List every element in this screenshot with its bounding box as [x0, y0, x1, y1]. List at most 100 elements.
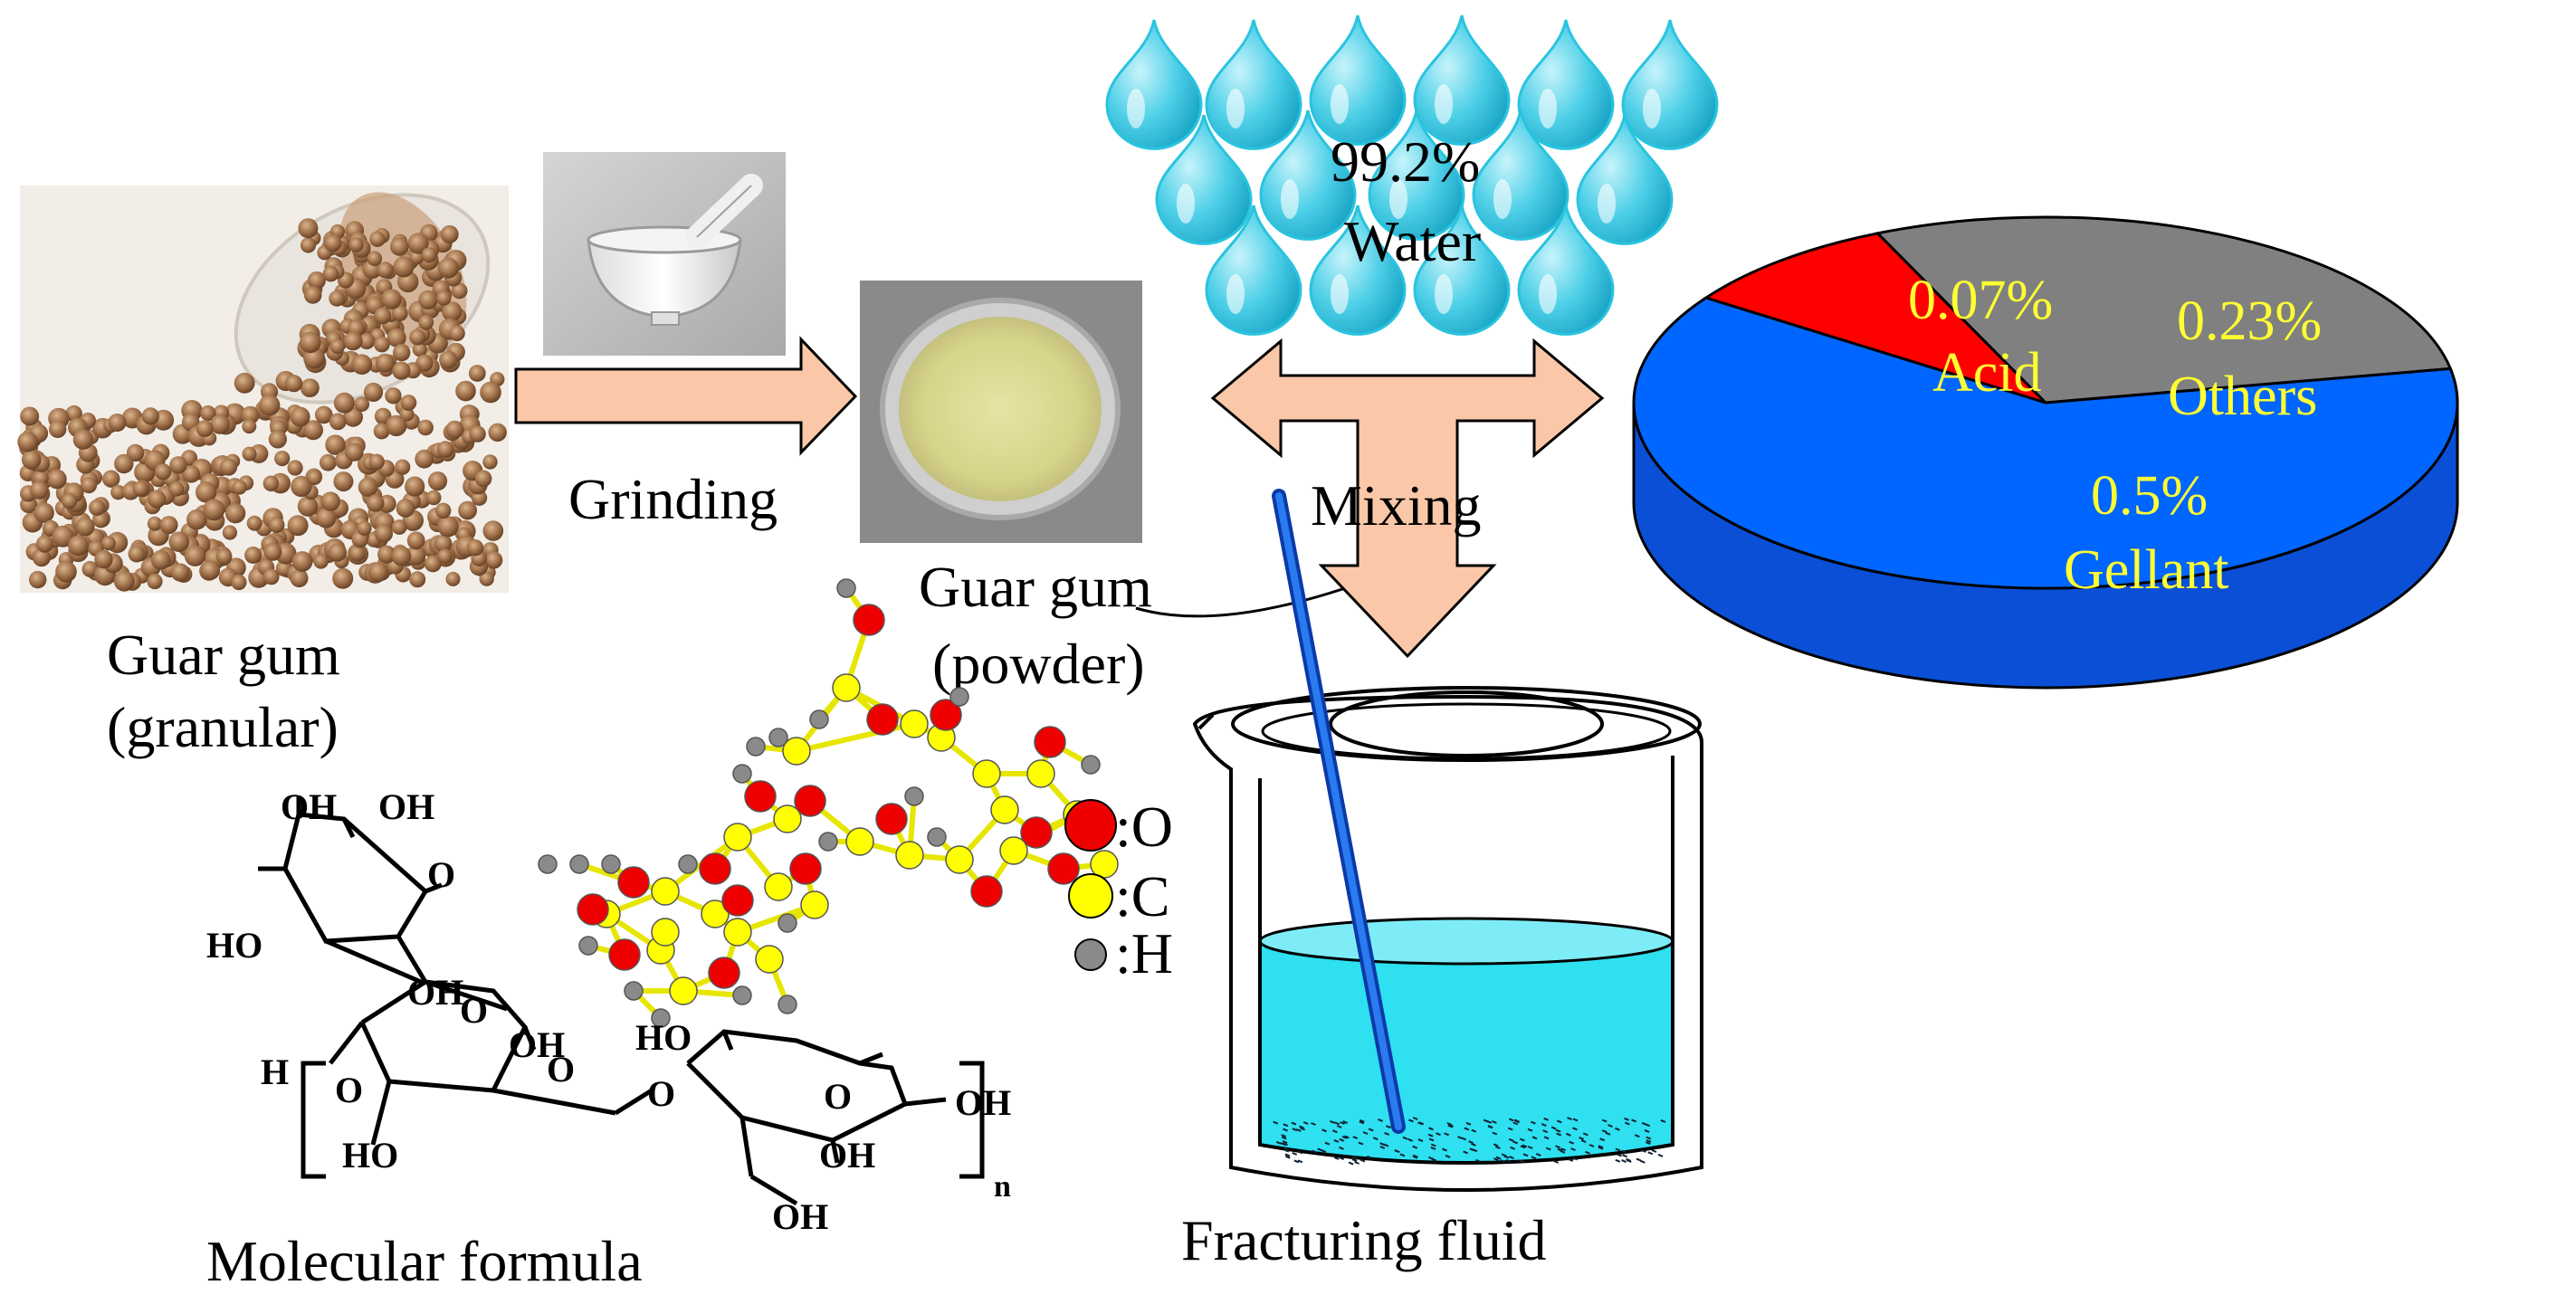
guar-seed	[329, 338, 345, 355]
guar-seed	[409, 571, 426, 588]
sediment-speck	[1641, 1149, 1646, 1153]
molecule-atom-c	[755, 945, 784, 974]
guar-seed	[291, 551, 313, 572]
molecule-atom-o	[744, 780, 777, 813]
guar-seed	[417, 419, 434, 436]
sediment-speck	[1520, 1145, 1526, 1149]
guar-granular-label-1: Guar gum	[107, 623, 340, 687]
sediment-speck	[1321, 1128, 1327, 1133]
guar-seed	[329, 413, 347, 431]
guar-seed	[151, 549, 171, 570]
guar-seed	[200, 405, 216, 422]
guar-seed	[242, 419, 257, 434]
guar-seed	[363, 382, 384, 402]
sediment-speck	[1598, 1145, 1604, 1149]
guar-seed	[390, 237, 409, 256]
sediment-speck	[1283, 1123, 1289, 1128]
sediment-speck	[1448, 1123, 1454, 1128]
chem-oh6: OH	[819, 1135, 875, 1176]
guar-seed	[405, 476, 425, 497]
guar-seed	[298, 218, 319, 239]
molecule-atom-o	[1020, 816, 1053, 849]
molecule-atom-c	[845, 827, 874, 856]
guar-seed	[442, 301, 463, 322]
sediment-speck	[1505, 1158, 1512, 1163]
molecule-atom-h	[1081, 755, 1101, 775]
guar-seed	[30, 481, 49, 500]
pie-label-others-percent: 0.23%	[2177, 290, 2322, 352]
molecule-atom-h	[904, 786, 924, 806]
molecule-atom-o	[789, 852, 822, 885]
sediment-speck	[1317, 1147, 1323, 1152]
sediment-speck	[1660, 1118, 1666, 1123]
guar-seed	[436, 441, 454, 458]
sediment-speck	[1412, 1154, 1418, 1158]
guar-seed	[329, 290, 346, 307]
water-drop-icon	[1205, 19, 1302, 150]
sediment-speck	[1280, 1142, 1286, 1147]
sediment-speck	[1531, 1156, 1537, 1160]
molecule-atom-c	[900, 709, 929, 738]
guar-seed	[274, 451, 291, 467]
sediment-speck	[1447, 1124, 1454, 1128]
guar-seed	[386, 328, 406, 347]
guar-seed	[439, 350, 458, 369]
beaker	[1192, 686, 1703, 1192]
molecule-atom-c	[895, 841, 924, 870]
sediment-speck	[1444, 1132, 1449, 1137]
water-drop-highlight	[1281, 179, 1299, 219]
sediment-speck	[1500, 1159, 1506, 1164]
guar-seed	[367, 251, 383, 267]
mixing-t-arrow	[1210, 338, 1605, 659]
guar-seed	[219, 458, 238, 476]
sediment-speck	[1608, 1124, 1613, 1128]
guar-seed	[345, 443, 364, 462]
guar-seed	[126, 443, 145, 462]
guar-seed	[391, 305, 408, 322]
guar-seed	[170, 563, 190, 582]
guar-seed	[35, 535, 54, 553]
sediment-speck	[1333, 1138, 1340, 1143]
chem-o-end: O	[335, 1070, 363, 1110]
sediment-speck	[1359, 1118, 1365, 1123]
guar-seed	[307, 271, 326, 290]
sediment-speck	[1360, 1158, 1366, 1163]
sediment-speck	[1399, 1153, 1406, 1157]
guar-seed	[395, 459, 411, 475]
sediment-speck	[1297, 1159, 1303, 1164]
guar-seed	[436, 290, 452, 306]
guar-seed	[297, 496, 319, 517]
sediment-speck	[1631, 1118, 1636, 1123]
sediment-speck	[1556, 1132, 1562, 1137]
sediment-speck	[1468, 1140, 1474, 1145]
guar-seed	[262, 568, 280, 585]
molecule-atom-o	[875, 803, 908, 835]
sediment-speck	[1430, 1143, 1436, 1147]
sediment-speck	[1519, 1159, 1525, 1164]
water-drop-icon	[1413, 14, 1511, 146]
sediment-speck	[1281, 1134, 1287, 1137]
molecule-atom-o	[853, 604, 885, 636]
water-drop-highlight	[1226, 89, 1245, 128]
guar-seed	[259, 395, 281, 416]
sediment-speck	[1541, 1123, 1547, 1128]
guar-seed	[108, 414, 127, 432]
sediment-speck	[1385, 1125, 1391, 1129]
guar-seed	[287, 515, 309, 537]
guar-molecule-3d	[538, 578, 1119, 1028]
guar-seed	[407, 233, 429, 254]
molecule-atom-o	[930, 699, 962, 731]
guar-seed	[349, 545, 366, 562]
guar-seed	[409, 328, 426, 346]
sediment-speck	[1527, 1128, 1533, 1132]
sediment-speck	[1617, 1153, 1622, 1157]
sediment-speck	[1341, 1135, 1348, 1139]
guar-seed	[147, 516, 162, 531]
sediment-speck	[1582, 1132, 1589, 1137]
chem-ho3: HO	[635, 1017, 692, 1058]
molecule-atom-c	[723, 918, 752, 947]
guar-seed	[393, 343, 411, 362]
guar-seed	[328, 543, 348, 562]
guar-seed	[290, 569, 309, 587]
guar-seed	[418, 290, 438, 309]
